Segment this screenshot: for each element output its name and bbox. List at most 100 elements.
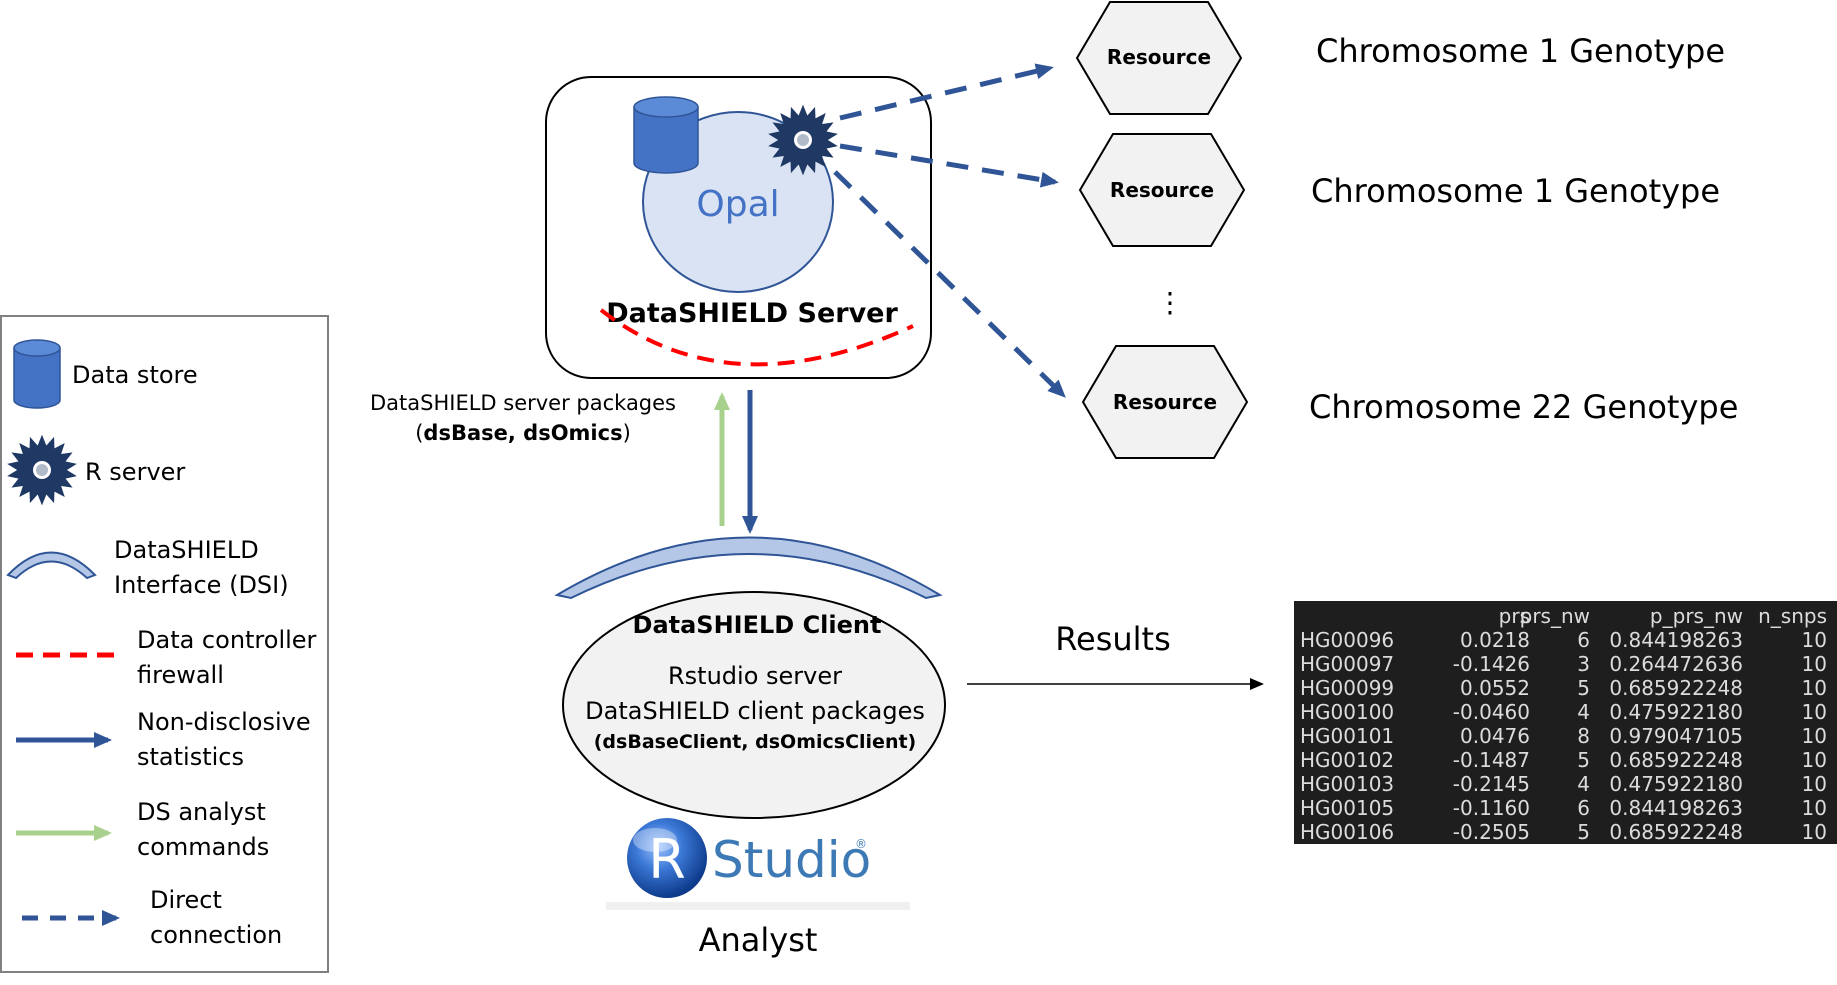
client-ellipse [562, 591, 946, 819]
client-line2: DataSHIELD client packages [585, 697, 925, 725]
vertical-ellipsis: ⋮ [1156, 286, 1184, 319]
client-line1: Rstudio server [668, 662, 842, 690]
resource-3: Resource [1081, 345, 1249, 459]
table-row-id: HG00105 [1300, 796, 1394, 820]
table-cell: 10 [1802, 748, 1827, 772]
table-cell: 0.0552 [1460, 676, 1530, 700]
table-cell: 4 [1577, 772, 1590, 796]
rstudio-reg-mark: ® [855, 837, 867, 851]
table-cell: 10 [1802, 676, 1827, 700]
results-label: Results [1055, 620, 1171, 658]
table-cell: 0.685922248 [1609, 748, 1743, 772]
legend-direct-label-1: Direct [150, 886, 222, 914]
table-cell: 0.264472636 [1609, 652, 1743, 676]
analyst-label: Analyst [699, 921, 818, 959]
table-header-cell: n_snps [1758, 604, 1827, 628]
resource-hexagon [1078, 133, 1246, 247]
opal-label: Opal [696, 184, 779, 225]
table-cell: 10 [1802, 796, 1827, 820]
table-header-cell: p_prs_nw [1650, 604, 1743, 628]
resource-caption: Chromosome 1 Genotype [1316, 32, 1725, 70]
resource-label: Resource [1110, 178, 1214, 202]
table-row-id: HG00106 [1300, 820, 1394, 844]
server-packages-line2: (dsBase, dsOmics) [415, 421, 631, 445]
legend: Data store R server DataSHIELD Interface… [0, 315, 329, 973]
table-cell: 8 [1577, 724, 1590, 748]
firewall-arc [599, 308, 914, 367]
resource-caption: Chromosome 22 Genotype [1309, 388, 1738, 426]
dsi-arc [554, 536, 943, 600]
table-cell: -0.2505 [1453, 820, 1530, 844]
legend-dsi-label-2: Interface (DSI) [114, 571, 289, 599]
datashield-client: DataSHIELD Client Rstudio server DataSHI… [562, 591, 946, 819]
table-cell: -0.2145 [1453, 772, 1530, 796]
server-title: DataSHIELD Server [606, 298, 898, 329]
table-row-id: HG00100 [1300, 700, 1394, 724]
resource-1: Resource [1075, 0, 1243, 115]
legend-r-server-label: R server [85, 458, 185, 486]
client-line3: (dsBaseClient, dsOmicsClient) [594, 731, 916, 753]
table-cell: 0.685922248 [1609, 676, 1743, 700]
direct-connection-3 [833, 170, 1066, 398]
table-cell: 0.0476 [1460, 724, 1530, 748]
server-packages-line1: DataSHIELD server packages [370, 391, 676, 415]
resource-hexagon [1081, 345, 1249, 459]
resource-label: Resource [1113, 390, 1217, 414]
rstudio-logo: R Studio ® [606, 818, 910, 910]
table-header-cell: prs [1499, 604, 1530, 628]
table-cell: -0.1160 [1453, 796, 1530, 820]
r-server-icon [768, 104, 838, 176]
direct-connection-2 [839, 143, 1059, 188]
table-cell: 0.0218 [1460, 628, 1530, 652]
resource-hexagon [1075, 0, 1243, 115]
rstudio-r-letter: R [648, 828, 686, 891]
r-server-icon [7, 434, 77, 506]
table-cell: 3 [1577, 652, 1590, 676]
table-cell: 0.979047105 [1609, 724, 1743, 748]
table-row-id: HG00099 [1300, 676, 1394, 700]
table-cell: 10 [1802, 652, 1827, 676]
table-cell: 6 [1577, 796, 1590, 820]
table-cell: 0.844198263 [1609, 628, 1743, 652]
table-cell: 10 [1802, 724, 1827, 748]
rstudio-r-ball [627, 818, 707, 898]
legend-firewall-label-1: Data controller [137, 626, 317, 654]
table-row-id: HG00097 [1300, 652, 1394, 676]
table-row-id: HG00096 [1300, 628, 1394, 652]
table-cell: 0.844198263 [1609, 796, 1743, 820]
table-cell: -0.0460 [1453, 700, 1530, 724]
table-cell: 10 [1802, 772, 1827, 796]
database-icon [633, 96, 699, 174]
table-cell: 5 [1577, 676, 1590, 700]
legend-commands-label-1: DS analyst [137, 798, 266, 826]
table-row-id: HG00101 [1300, 724, 1394, 748]
table-cell: 0.475922180 [1609, 700, 1743, 724]
resource-caption: Chromosome 1 Genotype [1311, 172, 1720, 210]
legend-data-store-label: Data store [72, 361, 198, 389]
table-cell: 6 [1577, 628, 1590, 652]
datashield-server: Opal DataSHIELD Server [545, 76, 932, 379]
table-cell: 10 [1802, 820, 1827, 844]
resource-2: Resource [1078, 133, 1246, 247]
table-cell: 4 [1577, 700, 1590, 724]
table-cell: 5 [1577, 820, 1590, 844]
dsi-arc-icon [6, 551, 97, 580]
legend-direct-label-2: connection [150, 921, 282, 949]
table-cell: -0.1487 [1453, 748, 1530, 772]
legend-nondisclosive-label-2: statistics [137, 743, 244, 771]
resource-label: Resource [1107, 45, 1211, 69]
client-title: DataSHIELD Client [633, 611, 882, 639]
table-row-id: HG00102 [1300, 748, 1394, 772]
table-cell: 5 [1577, 748, 1590, 772]
legend-commands-label-2: commands [137, 833, 269, 861]
database-icon [13, 339, 61, 409]
table-cell: 0.475922180 [1609, 772, 1743, 796]
table-header-cell: prs_nw [1520, 604, 1590, 628]
legend-box [0, 315, 329, 973]
legend-nondisclosive-label-1: Non-disclosive [137, 708, 311, 736]
table-cell: 10 [1802, 628, 1827, 652]
table-row-id: HG00103 [1300, 772, 1394, 796]
